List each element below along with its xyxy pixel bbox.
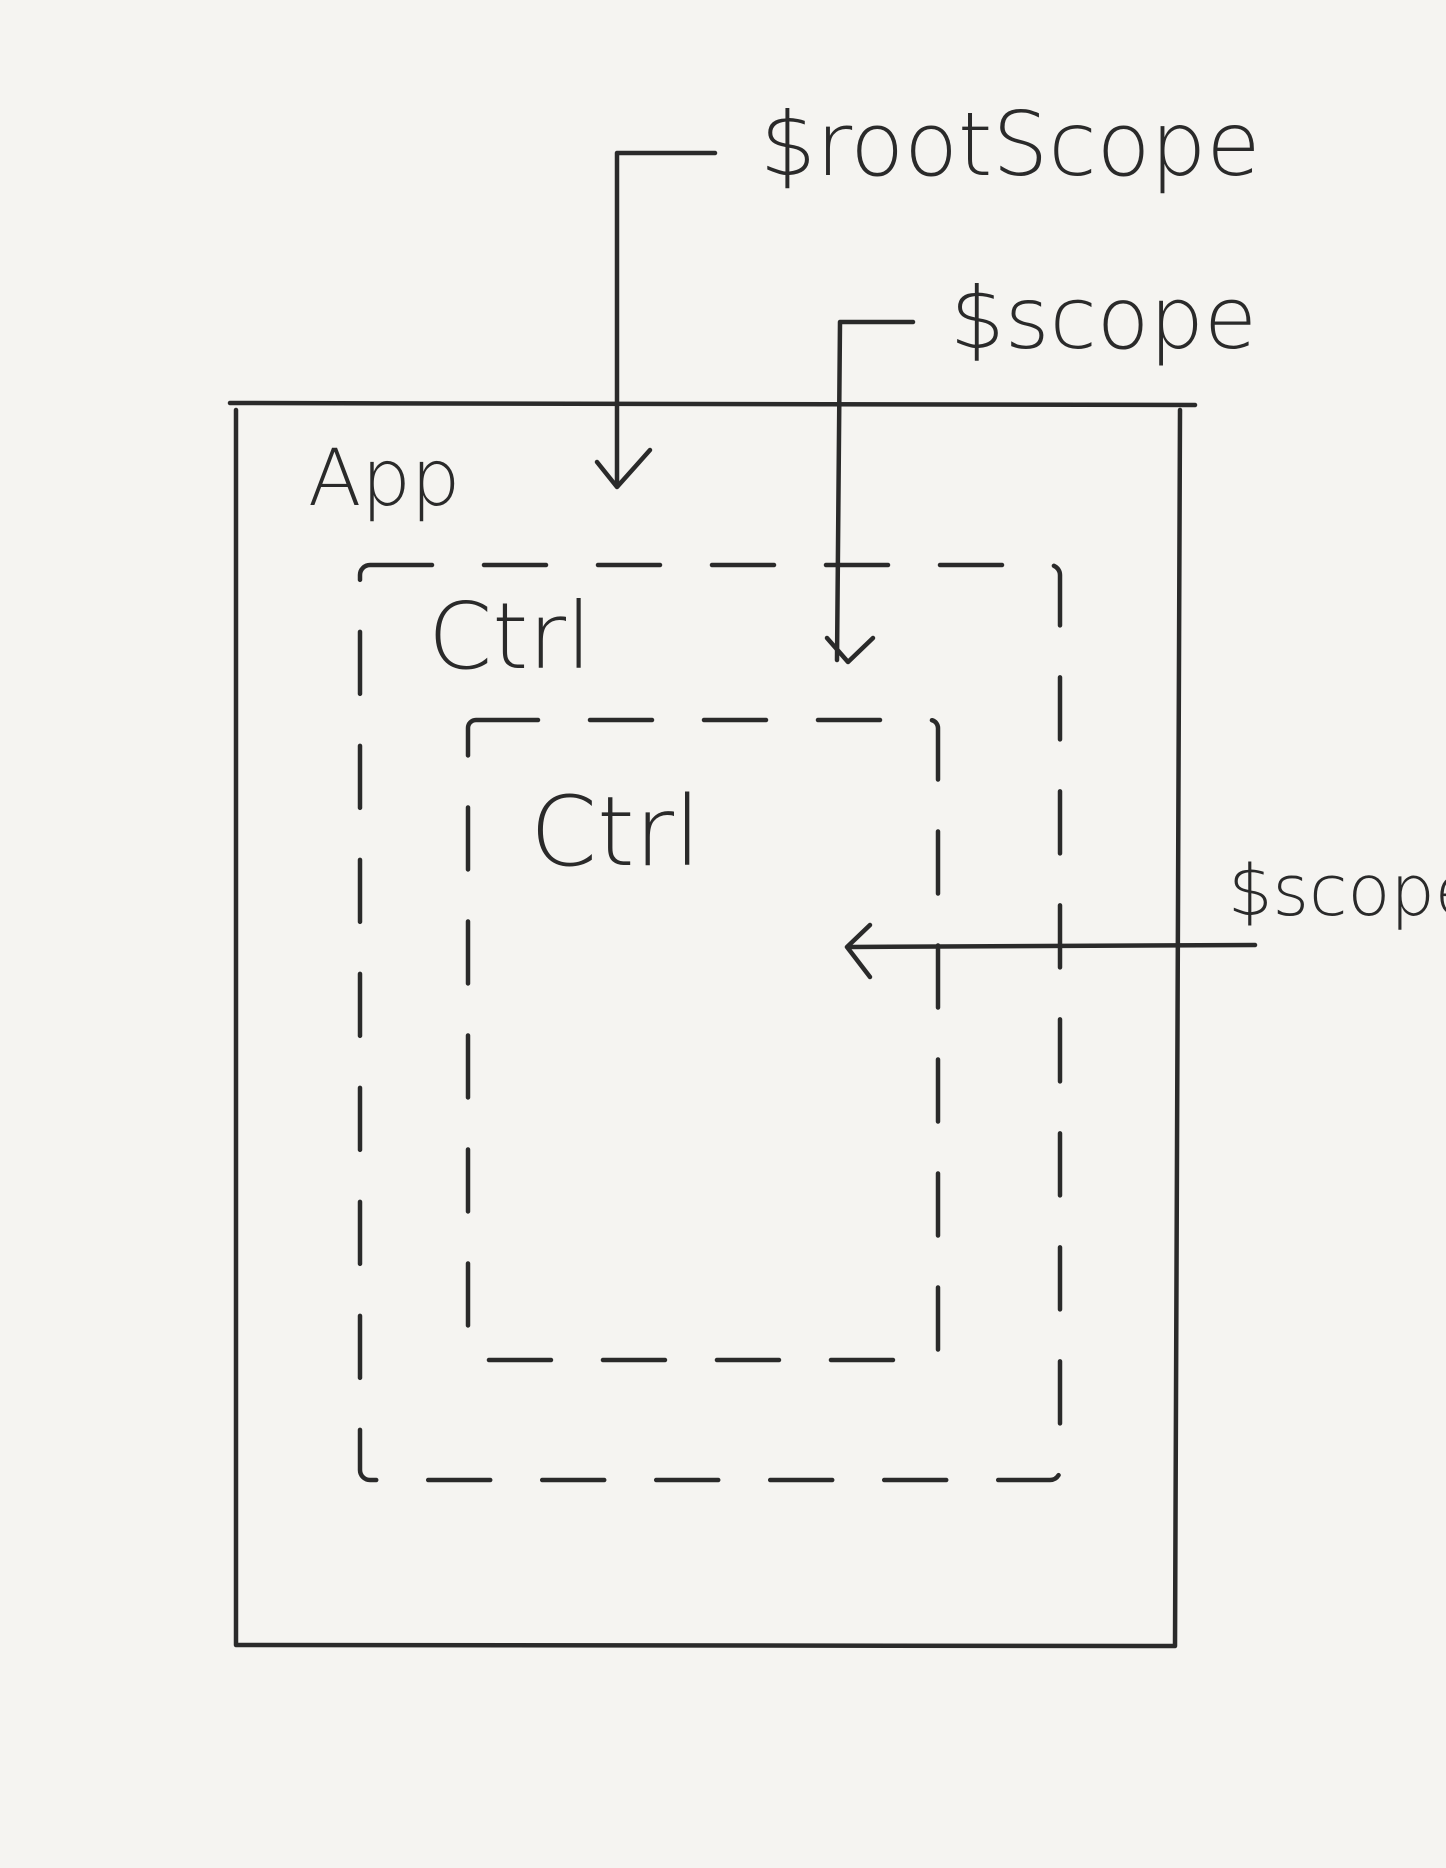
root-scope-arrowhead [594,447,653,490]
app-label: App [308,434,460,524]
root-scope-arrow [614,150,718,486]
scope-top-label: $scope [950,269,1257,369]
inner-ctrl-box [465,717,941,1363]
scope-top-arrowhead [824,635,876,665]
scope-right-label: $scope [1228,850,1446,932]
scope-right-arrow [847,942,1258,950]
outer-ctrl-box [357,562,1063,1483]
scope-right-arrowhead [844,922,873,980]
inner-ctrl-label: Ctrl [530,776,701,888]
root-scope-label: $rootScope [760,93,1261,196]
outer-ctrl-label: Ctrl [428,583,592,690]
app-box [227,400,1198,1649]
scope-top-arrow [834,319,916,663]
